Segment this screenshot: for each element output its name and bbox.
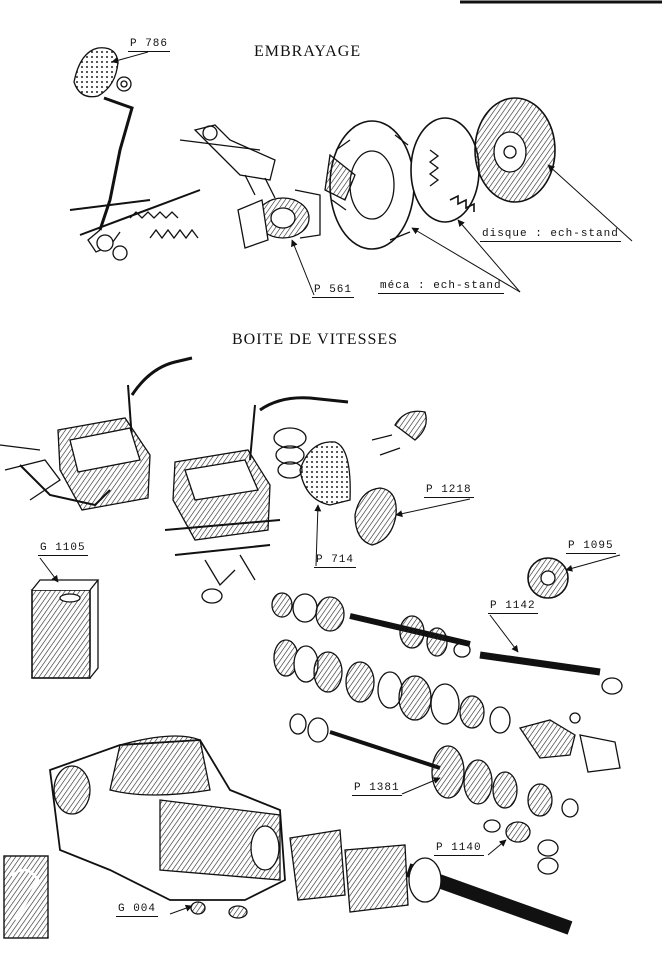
pedal-pad-part [73, 47, 119, 98]
label-p786: P 786 [128, 38, 171, 52]
label-p1381: P 1381 [352, 782, 402, 796]
label-p1140: P 1140 [434, 842, 484, 856]
label-g004: G 004 [116, 903, 159, 917]
label-p1218: P 1218 [424, 484, 474, 498]
gearbox-section-heading: BOITE DE VITESSES [232, 331, 399, 348]
label-g1105: G 1105 [38, 542, 88, 556]
label-disque: disque : ech-stand [480, 228, 621, 242]
label-p714: P 714 [314, 554, 357, 568]
label-p1142: P 1142 [488, 600, 538, 614]
gearbox-assembly-drawing [0, 356, 623, 939]
clutch-leader-lines [111, 51, 633, 296]
gearbox-leader-lines [39, 498, 621, 915]
label-p561: P 561 [312, 284, 355, 298]
clutch-section-heading: EMBRAYAGE [254, 43, 362, 60]
label-meca: méca : ech-stand [378, 280, 504, 294]
clutch-assembly-drawing [69, 47, 556, 261]
label-p1095: P 1095 [566, 540, 616, 554]
